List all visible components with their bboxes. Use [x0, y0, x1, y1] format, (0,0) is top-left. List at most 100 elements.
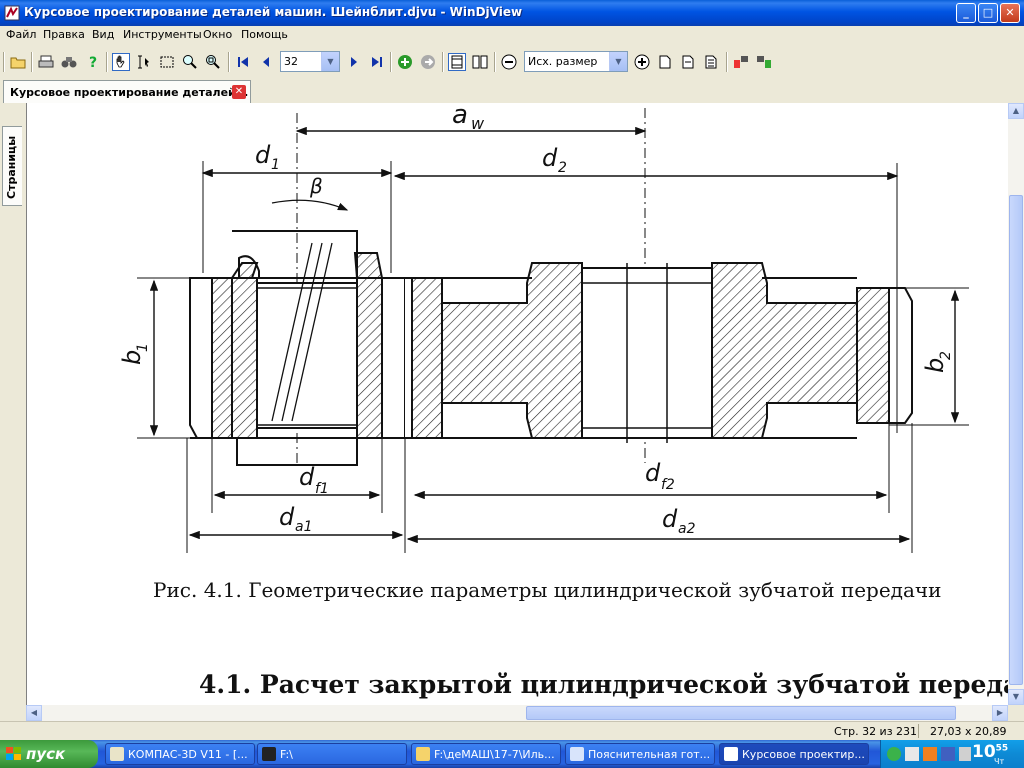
task-label: КОМПАС-3D V11 - [...: [128, 748, 248, 761]
tray-language-icon[interactable]: [941, 747, 955, 761]
label-df2: d: [645, 459, 661, 487]
start-label: пуск: [26, 745, 66, 763]
fit-width-icon[interactable]: [679, 53, 697, 71]
windows-logo-icon: [6, 747, 21, 760]
toolbar-separator: [228, 52, 230, 72]
menu-window[interactable]: Окно: [203, 28, 233, 41]
chevron-down-icon[interactable]: ▼: [609, 52, 627, 71]
tray-volume-icon[interactable]: [959, 747, 971, 761]
taskbar: пуск КОМПАС-3D V11 - [... F:\ F:\деМАШ\1…: [0, 740, 1024, 768]
rect-select-icon[interactable]: [158, 53, 176, 71]
label-beta: β: [309, 174, 323, 198]
document-view[interactable]: a w d 1 d 2 β b 1 b 2 d f1 d f2 d a1 d a…: [26, 103, 1009, 705]
task-label: F:\: [280, 748, 293, 761]
last-page-icon[interactable]: [368, 53, 386, 71]
clock[interactable]: 1055: [972, 742, 1008, 762]
vertical-scroll-thumb[interactable]: [1009, 195, 1023, 685]
horizontal-scrollbar[interactable]: ◀ ▶: [26, 705, 1008, 721]
page-number-combo[interactable]: 32 ▼: [280, 51, 340, 72]
label-d1-sub: 1: [271, 157, 280, 173]
svg-text:?: ?: [89, 55, 97, 70]
task-folder[interactable]: F:\деМАШ\17-7\Иль...: [411, 743, 561, 765]
back-icon[interactable]: [396, 53, 414, 71]
vertical-scrollbar[interactable]: ▲ ▼: [1008, 103, 1024, 705]
horizontal-scroll-thumb[interactable]: [526, 706, 956, 720]
chevron-down-icon[interactable]: ▼: [321, 52, 339, 71]
windjview-icon: [724, 747, 738, 761]
label-da2: d: [662, 505, 678, 533]
status-bar: Стр. 32 из 231 27,03 x 20,89 см: [0, 721, 1024, 751]
task-kompas[interactable]: КОМПАС-3D V11 - [...: [105, 743, 255, 765]
label-b2-sub: 2: [938, 351, 954, 360]
toolbar-separator: [726, 52, 728, 72]
start-button[interactable]: пуск: [0, 740, 98, 768]
forward-icon[interactable]: [419, 53, 437, 71]
menu-view[interactable]: Вид: [92, 28, 115, 41]
task-console[interactable]: F:\: [257, 743, 407, 765]
close-button[interactable]: ✕: [1000, 3, 1020, 23]
single-page-icon[interactable]: [448, 53, 466, 71]
task-label: F:\деМАШ\17-7\Иль...: [434, 748, 555, 761]
toolbar-separator: [31, 52, 33, 72]
label-da2-sub: a2: [678, 521, 696, 537]
zoom-icon[interactable]: [181, 53, 199, 71]
label-d2-sub: 2: [558, 160, 567, 176]
clock-day: Чт: [994, 757, 1005, 766]
zoom-in-icon[interactable]: [633, 53, 651, 71]
windjview-app-icon: [4, 5, 20, 21]
menu-edit[interactable]: Правка: [43, 28, 85, 41]
title-bar[interactable]: Курсовое проектирование деталей машин. Ш…: [0, 0, 1024, 26]
first-page-icon[interactable]: [234, 53, 252, 71]
console-icon: [262, 747, 276, 761]
maximize-button[interactable]: □: [978, 3, 998, 23]
task-word[interactable]: Пояснительная гот...: [565, 743, 715, 765]
tray-network-icon[interactable]: [887, 747, 901, 761]
menu-help[interactable]: Помощь: [241, 28, 288, 41]
label-aw-sub: w: [471, 114, 485, 133]
help-icon[interactable]: ?: [84, 53, 102, 71]
hand-tool-icon[interactable]: [112, 53, 130, 71]
tab-document[interactable]: Курсовое проектирование деталей... ✕: [3, 80, 251, 103]
sidebar-tab-pages-label: Страницы: [5, 135, 18, 199]
label-da1-sub: a1: [295, 519, 313, 535]
scroll-up-icon[interactable]: ▲: [1008, 103, 1024, 119]
actual-size-icon[interactable]: [656, 53, 674, 71]
text-select-icon[interactable]: [135, 53, 153, 71]
find-binoculars-icon[interactable]: [60, 53, 78, 71]
label-b1: b: [118, 350, 146, 365]
tray-media-icon[interactable]: [923, 747, 937, 761]
scroll-left-icon[interactable]: ◀: [26, 705, 42, 721]
minimize-button[interactable]: _: [956, 3, 976, 23]
next-page-icon[interactable]: [345, 53, 363, 71]
page-number-value: 32: [284, 55, 298, 68]
zoom-combo[interactable]: Исх. размер ▼: [524, 51, 628, 72]
scroll-down-icon[interactable]: ▼: [1008, 689, 1024, 705]
task-label: Курсовое проектир...: [742, 748, 865, 761]
menu-tools[interactable]: Инструменты: [123, 28, 202, 41]
print-icon[interactable]: [37, 53, 55, 71]
toolbar-separator: [390, 52, 392, 72]
tray-app-icon[interactable]: [905, 747, 919, 761]
label-b1-sub: 1: [135, 343, 151, 352]
zoom-out-icon[interactable]: [500, 53, 518, 71]
scroll-right-icon[interactable]: ▶: [992, 705, 1008, 721]
rotate-right-icon[interactable]: [755, 53, 773, 71]
status-page: Стр. 32 из 231: [834, 725, 918, 738]
two-pages-icon[interactable]: [471, 53, 489, 71]
task-label: Пояснительная гот...: [588, 748, 711, 761]
rotate-left-icon[interactable]: [732, 53, 750, 71]
label-df1: d: [299, 463, 315, 491]
clock-hour: 10: [972, 742, 996, 762]
zoom-rect-icon[interactable]: [204, 53, 222, 71]
toolbar-separator: [494, 52, 496, 72]
figure-caption: Рис. 4.1. Геометрические параметры цилин…: [153, 578, 941, 602]
folder-icon: [416, 747, 430, 761]
open-folder-icon[interactable]: [9, 53, 27, 71]
tab-close-icon[interactable]: ✕: [232, 85, 246, 99]
task-windjview[interactable]: Курсовое проектир...: [719, 743, 869, 765]
prev-page-icon[interactable]: [257, 53, 275, 71]
sidebar-tab-pages[interactable]: Страницы: [2, 126, 22, 206]
technical-drawing: a w d 1 d 2 β b 1 b 2 d f1 d f2 d a1 d a…: [118, 103, 1009, 699]
menu-file[interactable]: Файл: [6, 28, 37, 41]
fit-page-icon[interactable]: [702, 53, 720, 71]
